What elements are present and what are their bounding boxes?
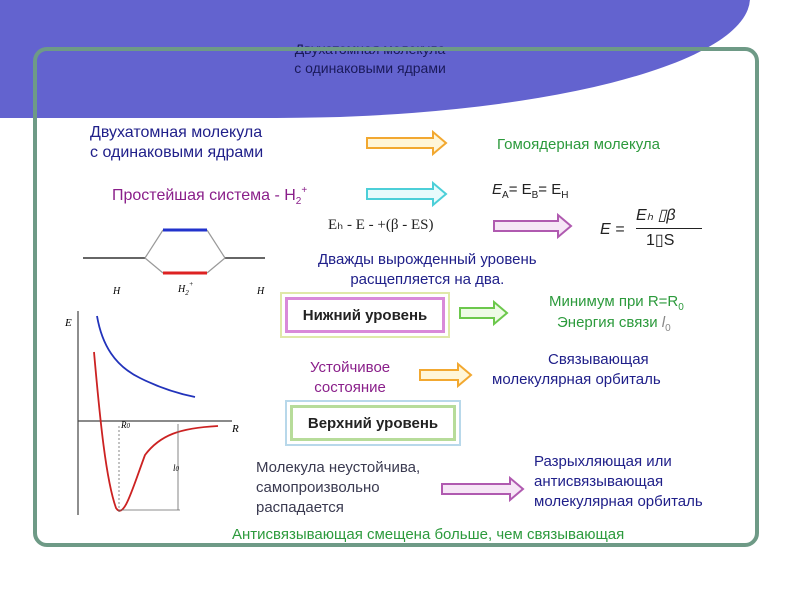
arrow-homonuclear	[366, 129, 448, 157]
bonding-line2: молекулярная орбиталь	[492, 371, 661, 388]
degenerate-line2: расщепляется на два.	[350, 271, 505, 288]
formula-fraction-bar	[636, 228, 702, 229]
content-frame	[33, 47, 759, 547]
arrow-simplest-system	[366, 180, 448, 208]
bottom-note: Антисвязывающая смещена больше, чем связ…	[232, 526, 625, 543]
arrow-formula	[493, 212, 573, 240]
row2-left: Простейшая система - H2+	[112, 185, 308, 207]
antibonding-orbital-text: Разрыхляющая или антисвязывающая молекул…	[534, 452, 703, 512]
plot-l0-label: l0	[173, 463, 180, 473]
row1-left-line1: Двухатомная молекула	[90, 124, 263, 141]
bonding-orbital-text: Связывающая молекулярная орбиталь	[492, 350, 661, 390]
formula-energy-shift: Eₕ - E - +(β - ES)	[328, 217, 434, 233]
row1-left-line2: с одинаковыми ядрами	[90, 144, 264, 161]
row1-right: Гомоядерная молекула	[497, 136, 661, 153]
bonding-line1: Связывающая	[548, 351, 649, 368]
bond-energy-text: Энергия связи l0	[557, 314, 671, 334]
minimum-text: Минимум при R=R0	[549, 293, 684, 313]
arrow-lower-level	[459, 299, 509, 327]
row1-left: Двухатомная молекула с одинаковыми ядрам…	[90, 123, 263, 163]
degenerate-line1: Дважды вырожденный уровень	[318, 251, 537, 268]
upper-level-box: Верхний уровень	[290, 405, 456, 441]
formula-numerator: Eₕ ▯β	[636, 207, 676, 224]
degenerate-text: Дважды вырожденный уровень расщепляется …	[318, 250, 537, 290]
arrow-unstable	[441, 475, 525, 503]
plot-x-label: R	[232, 423, 239, 435]
level-label-h-right: H	[257, 286, 265, 297]
lower-level-box: Нижний уровень	[285, 297, 445, 333]
antibonding-line3: молекулярная орбиталь	[534, 493, 703, 510]
unstable-line2: самопроизвольно	[256, 479, 380, 496]
antibonding-line2: антисвязывающая	[534, 473, 664, 490]
formula-denominator: 1▯S	[646, 232, 675, 249]
unstable-line3: распадается	[256, 499, 344, 516]
energy-equality: EA= EB= EH	[492, 181, 569, 201]
bonding-curve	[93, 351, 219, 512]
banner-title-line2: с одинаковыми ядрами	[294, 60, 446, 76]
potential-plot	[77, 311, 232, 515]
stable-text: Устойчивое состояние	[310, 358, 390, 398]
stable-line2: состояние	[314, 379, 386, 396]
level-label-h-left: H	[113, 286, 121, 297]
stable-line1: Устойчивое	[310, 359, 391, 376]
plot-y-label: E	[65, 317, 72, 329]
antibonding-curve	[96, 315, 196, 398]
level-diagram	[83, 228, 265, 275]
arrow-stable	[419, 361, 473, 389]
plot-r0-label: R0	[121, 420, 130, 430]
unstable-line1: Молекула неустойчива,	[256, 459, 421, 476]
formula-lhs: E =	[600, 221, 625, 238]
unstable-text: Молекула неустойчива, самопроизвольно ра…	[256, 458, 420, 518]
level-label-h2plus: H2+	[178, 280, 194, 297]
antibonding-line1: Разрыхляющая или	[534, 453, 672, 470]
